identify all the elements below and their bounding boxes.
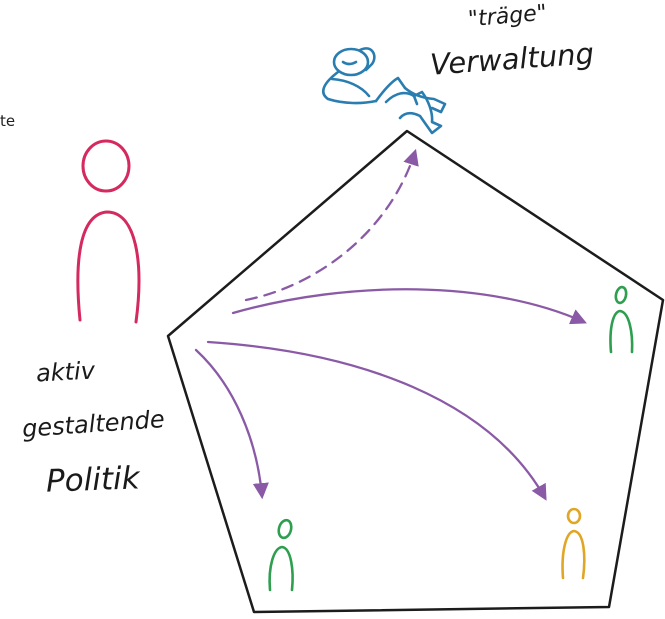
arrow-to-right-citizen: [231, 288, 587, 325]
citizen-bottom-right-icon: [561, 507, 586, 580]
politician-figure-icon: [76, 139, 141, 324]
cut-off-text: te: [0, 112, 16, 130]
citizen-right-icon: [609, 285, 634, 354]
label-aktiv: aktiv: [35, 356, 96, 388]
reclining-administrator-icon: [322, 47, 447, 135]
arrow-to-administration-dashed: [244, 148, 419, 302]
label-politik: Politik: [45, 460, 141, 500]
pentagon: [166, 129, 665, 614]
arrow-to-bottom-right-citizen: [206, 340, 547, 501]
arrow-to-bottom-left-citizen: [194, 348, 269, 500]
citizen-bottom-left-icon: [268, 518, 294, 592]
